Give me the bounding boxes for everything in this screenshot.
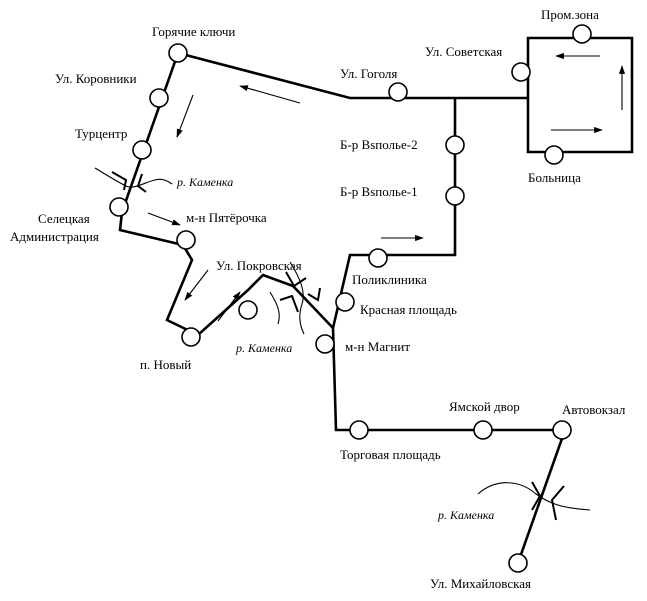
stop-label-prom-zona: Пром.зона <box>541 7 599 22</box>
stop-yamskoy-dvor[interactable] <box>473 420 493 440</box>
bridge-upper <box>111 171 128 191</box>
river-kamenka-middle <box>289 261 305 335</box>
stop-label-bolnitsa: Больница <box>528 170 581 185</box>
river-label-lower: р. Каменка <box>437 508 494 522</box>
river-label-middle: р. Каменка <box>235 341 292 355</box>
stop-goryachie-klyuchi[interactable] <box>168 43 188 63</box>
stop-label-ul-pokrovskaya: Ул. Покровская <box>216 258 302 273</box>
stop-label-ul-sovetskaya: Ул. Советская <box>425 44 502 59</box>
stop-label-turtsentr: Турцентр <box>75 126 127 141</box>
stop-magnit[interactable] <box>315 334 335 354</box>
stop-ul-korovniki[interactable] <box>149 88 169 108</box>
bridge-lower <box>531 481 542 511</box>
stop-label-poliklinika: Поликлиника <box>352 272 427 287</box>
stop-torgovaya-ploshchad[interactable] <box>349 420 369 440</box>
stop-turtsentr[interactable] <box>132 140 152 160</box>
river-kamenka-middle <box>269 291 280 325</box>
stop-label-krasnaya-ploshchad: Красная площадь <box>360 302 457 317</box>
river-kamenka-upper <box>94 167 173 188</box>
stop-pyaterochka[interactable] <box>176 230 196 250</box>
stop-label-ul-gogolya: Ул. Гоголя <box>340 66 397 81</box>
direction-arrow-icon <box>217 291 241 322</box>
route-line-south <box>331 327 567 564</box>
direction-arrow-icon <box>239 85 301 104</box>
stop-p-novy[interactable] <box>181 327 201 347</box>
stop-prom-zona[interactable] <box>572 24 592 44</box>
direction-arrow-icon <box>184 269 209 301</box>
stop-label-vspolye-1: Б-р Вsполье-1 <box>340 184 418 199</box>
bridge-middle <box>307 287 321 302</box>
direction-arrow-icon <box>147 212 181 226</box>
route-line-west <box>118 52 334 337</box>
stop-avtovokzal[interactable] <box>552 420 572 440</box>
stop-vspolye-2[interactable] <box>445 135 465 155</box>
bridge-middle <box>279 294 299 313</box>
stop-label-pyaterochka: м-н Пятёрочка <box>186 210 267 225</box>
stop-label-magnit: м-н Магнит <box>345 339 410 354</box>
stop-label-avtovokzal: Автовокзал <box>562 402 626 417</box>
bridge-upper <box>136 173 147 193</box>
stop-label-yamskoy-dvor: Ямской двор <box>449 399 520 414</box>
river-kamenka-lower <box>477 482 591 511</box>
stop-label-torgovaya-ploshchad: Торговая площадь <box>340 447 441 462</box>
stop-ul-gogolya[interactable] <box>388 82 408 102</box>
stop-label-vspolye-2: Б-р Вsполье-2 <box>340 137 418 152</box>
stop-poliklinika[interactable] <box>368 248 388 268</box>
stop-label-ul-korovniki: Ул. Коровники <box>55 71 137 86</box>
stop-label-p-novy: п. Новый <box>140 357 191 372</box>
route-line-east-branch <box>331 98 457 329</box>
stop-label-ul-mikhaylovskaya: Ул. Михайловская <box>430 576 531 591</box>
stop-label-goryachie-klyuchi: Горячие ключи <box>152 24 235 39</box>
stop-label-administratsiya: Администрация <box>10 229 99 244</box>
stop-krasnaya-ploshchad[interactable] <box>335 292 355 312</box>
stop-label-seletskaya: Селецкая <box>38 211 90 226</box>
stop-bolnitsa[interactable] <box>544 145 564 165</box>
bridge-lower <box>550 485 565 521</box>
bridge-middle <box>285 271 307 288</box>
stop-vspolye-1[interactable] <box>445 186 465 206</box>
stop-seletskaya-administratsiya[interactable] <box>109 197 129 217</box>
stop-ul-pokrovskaya[interactable] <box>238 300 258 320</box>
direction-arrow-icon <box>176 94 194 138</box>
stop-ul-mikhaylovskaya[interactable] <box>508 553 528 573</box>
river-label-upper: р. Каменка <box>176 175 233 189</box>
stop-ul-sovetskaya[interactable] <box>511 62 531 82</box>
